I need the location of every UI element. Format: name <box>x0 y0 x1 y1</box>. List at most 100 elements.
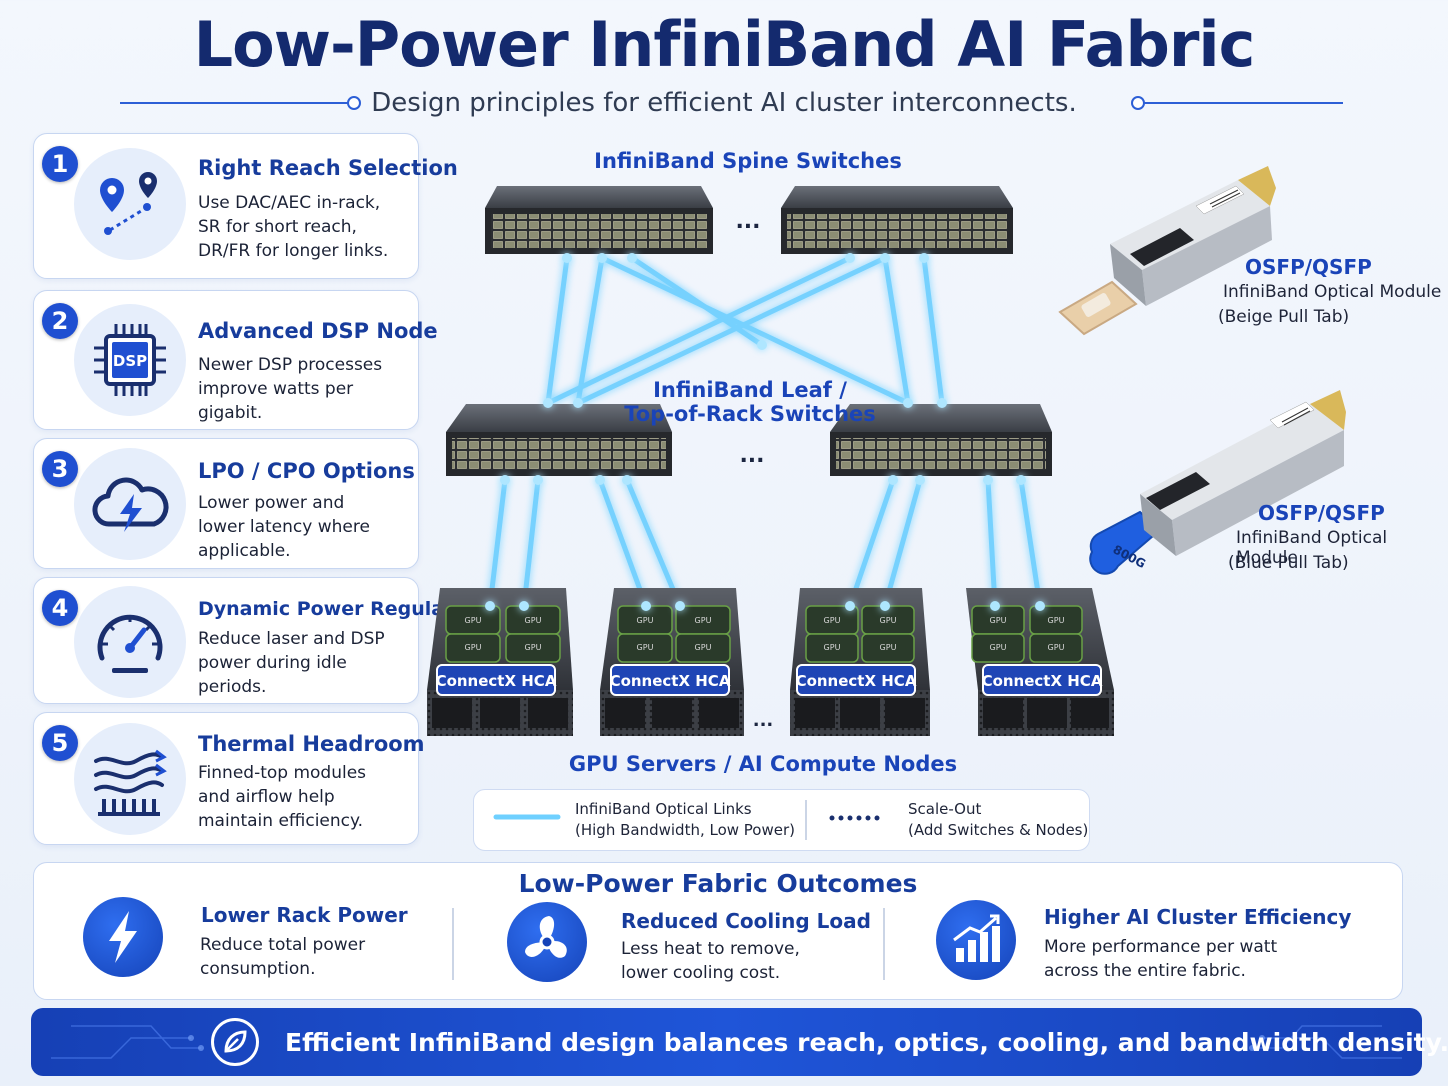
spine-to-leaf-links <box>545 255 945 406</box>
gauge-icon <box>74 586 186 698</box>
leaf-icon <box>211 1018 259 1066</box>
step-number: 3 <box>42 451 78 487</box>
fan-icon <box>507 902 587 982</box>
card-title: Dynamic Power Regulation <box>198 598 487 620</box>
outcome-divider <box>883 908 885 980</box>
svg-text:GPU: GPU <box>465 616 482 625</box>
step-number: 2 <box>42 303 78 339</box>
dsp-chip-icon: DSP <box>74 304 186 416</box>
svg-text:GPU: GPU <box>695 643 712 652</box>
scale-out-swatch <box>829 815 880 821</box>
principle-card-reach: 1 Right Reach Selection Use DAC/AEC in-r… <box>33 133 458 279</box>
leaf-ellipsis: ... <box>739 443 764 468</box>
hca-label: ConnectX HCA <box>436 672 557 690</box>
subtitle-rule-left-dot <box>347 96 361 110</box>
page-subtitle: Design principles for efficient AI clust… <box>371 88 1077 118</box>
principle-card-dsp: 2 DSP Advanced DSP Node Newer DSP proces… <box>33 290 438 430</box>
module-beige-type: InfiniBand Optical Module <box>1223 282 1442 302</box>
bar-chart-icon <box>936 900 1016 980</box>
location-pins-icon <box>74 148 186 260</box>
cloud-lightning-icon <box>74 448 186 560</box>
spine-switch <box>781 186 1013 254</box>
svg-text:GPU: GPU <box>525 643 542 652</box>
banner-message: Efficient InfiniBand design balances rea… <box>285 1028 1448 1057</box>
optical-module-blue: 800G <box>1089 390 1346 575</box>
outcome-title: Lower Rack Power <box>201 903 408 927</box>
page-title: Low-Power InfiniBand AI Fabric <box>193 8 1256 81</box>
svg-text:GPU: GPU <box>637 643 654 652</box>
leaf-to-server-links <box>487 477 1043 609</box>
legend-optical-links: InfiniBand Optical Links(High Bandwidth,… <box>575 800 795 839</box>
gpu-server: GPU GPU GPU GPU ConnectX HCA <box>966 588 1114 736</box>
leaf-switch <box>830 404 1052 476</box>
step-number: 5 <box>42 725 78 761</box>
hca-label: ConnectX HCA <box>610 672 731 690</box>
svg-text:GPU: GPU <box>525 616 542 625</box>
legend-scale-out: Scale-Out(Add Switches & Nodes) <box>908 800 1089 839</box>
spine-switch <box>485 186 713 254</box>
gpu-server: GPU GPU GPU GPU ConnectX HCA <box>427 588 573 736</box>
optical-link-swatch <box>493 814 561 820</box>
subtitle-rule-left <box>120 102 350 104</box>
hca-label: ConnectX HCA <box>796 672 917 690</box>
card-title: Thermal Headroom <box>198 732 425 756</box>
footer-banner: Efficient InfiniBand design balances rea… <box>31 1008 1448 1076</box>
outcome-title: Higher AI Cluster Efficiency <box>1044 905 1352 929</box>
svg-text:GPU: GPU <box>1048 643 1065 652</box>
module-blue-type: InfiniBand Optical Module <box>1236 528 1388 568</box>
server-ellipsis: ... <box>753 710 774 731</box>
leaf-switches-label: InfiniBand Leaf / Top-of-Rack Switches <box>624 378 876 426</box>
svg-text:GPU: GPU <box>990 616 1007 625</box>
optical-module-beige <box>1058 166 1276 336</box>
card-title: LPO / CPO Options <box>198 459 415 483</box>
svg-text:GPU: GPU <box>880 643 897 652</box>
outcomes-title: Low-Power Fabric Outcomes <box>518 869 918 898</box>
principle-card-power-regulation: 4 Dynamic Power Regulation Reduce laser … <box>33 577 486 704</box>
svg-text:GPU: GPU <box>880 616 897 625</box>
lightning-icon <box>83 897 163 977</box>
outcome-title: Reduced Cooling Load <box>621 909 871 933</box>
module-blue-tab: (Blue Pull Tab) <box>1228 553 1349 573</box>
svg-text:GPU: GPU <box>824 616 841 625</box>
card-title: Advanced DSP Node <box>198 319 438 343</box>
airflow-icon <box>74 723 186 835</box>
spine-switches-label: InfiniBand Spine Switches <box>594 149 902 173</box>
module-beige-tab: (Beige Pull Tab) <box>1218 307 1350 327</box>
spine-ellipsis: ... <box>735 209 760 234</box>
legend-divider <box>805 800 807 840</box>
gpu-server: GPU GPU GPU GPU ConnectX HCA <box>790 588 930 736</box>
module-blue-label: OSFP/QSFP <box>1258 501 1385 525</box>
svg-text:GPU: GPU <box>1048 616 1065 625</box>
svg-text:GPU: GPU <box>824 643 841 652</box>
leaf-switch <box>446 404 672 476</box>
circuit-pattern <box>51 1025 1402 1059</box>
svg-text:GPU: GPU <box>695 616 712 625</box>
diagram-legend: InfiniBand Optical Links(High Bandwidth,… <box>473 789 1090 851</box>
step-number: 1 <box>42 146 78 182</box>
gpu-server: GPU GPU GPU GPU ConnectX HCA <box>600 588 744 736</box>
svg-text:GPU: GPU <box>465 643 482 652</box>
gpu-servers-label: GPU Servers / AI Compute Nodes <box>568 752 958 776</box>
svg-text:GPU: GPU <box>990 643 1007 652</box>
card-title: Right Reach Selection <box>198 156 458 180</box>
card-description: Use DAC/AEC in-rack,SR for short reach,D… <box>198 193 389 261</box>
module-beige-label: OSFP/QSFP <box>1245 255 1372 279</box>
step-number: 4 <box>42 590 78 626</box>
hca-label: ConnectX HCA <box>982 672 1103 690</box>
outcome-description: Less heat to remove,lower cooling cost. <box>621 939 800 983</box>
svg-text:DSP: DSP <box>113 352 147 370</box>
svg-text:GPU: GPU <box>637 616 654 625</box>
outcome-divider <box>452 908 454 980</box>
link-endpoints <box>485 253 1045 611</box>
outcomes-panel: Low-Power Fabric Outcomes Lower Rack Pow… <box>33 862 1403 1000</box>
subtitle-rule-right <box>1143 102 1343 104</box>
